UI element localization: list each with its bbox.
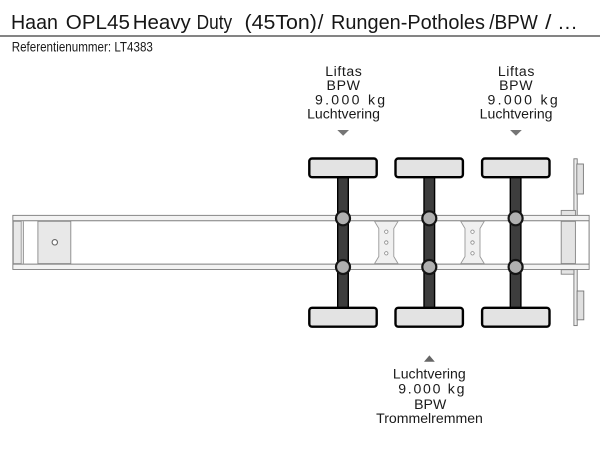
svg-text:/: / [318, 12, 324, 34]
svg-text:9.000 kg: 9.000 kg [398, 381, 466, 397]
svg-text:Luchtvering: Luchtvering [480, 106, 553, 122]
svg-text:BPW: BPW [499, 77, 533, 93]
svg-text:Liftas: Liftas [498, 63, 535, 79]
svg-text:Liftas: Liftas [325, 63, 362, 79]
svg-text:Haan: Haan [11, 11, 58, 33]
svg-text:Trommelremmen: Trommelremmen [376, 410, 483, 426]
svg-text:9.000 kg: 9.000 kg [488, 91, 560, 107]
svg-text:BPW: BPW [414, 396, 447, 412]
svg-text:OPL45: OPL45 [66, 11, 130, 34]
svg-text:/: / [545, 10, 551, 34]
svg-text:Heavy: Heavy [133, 12, 192, 34]
svg-text:9.000 kg: 9.000 kg [315, 91, 387, 107]
svg-text:Rungen-Potholes: Rungen-Potholes [331, 12, 485, 34]
svg-text:/BPW: /BPW [489, 11, 538, 34]
svg-text:Referentienummer: LT4383: Referentienummer: LT4383 [12, 38, 153, 54]
svg-text:...: ... [558, 12, 578, 34]
svg-text:BPW: BPW [326, 77, 360, 93]
svg-text:Duty: Duty [197, 10, 233, 33]
svg-text:(45Ton): (45Ton) [245, 11, 317, 33]
svg-text:Luchtvering: Luchtvering [307, 106, 380, 122]
svg-text:Luchtvering: Luchtvering [393, 365, 466, 381]
